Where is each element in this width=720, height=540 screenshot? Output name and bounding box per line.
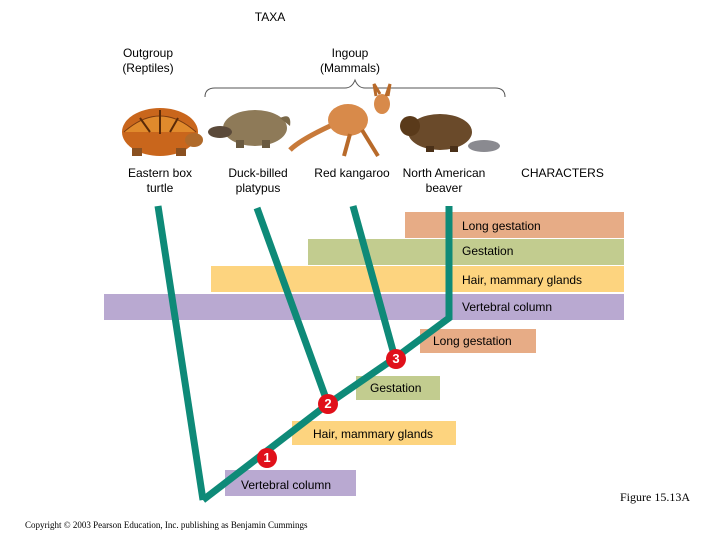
tree-band-vertebral-column <box>225 470 356 496</box>
node-2: 2 <box>318 394 338 414</box>
ingroup-label: Ingoup (Mammals) <box>300 46 400 76</box>
taxon-name-line: Eastern box <box>127 166 193 180</box>
copyright-notice: Copyright © 2003 Pearson Education, Inc.… <box>25 520 308 530</box>
tree-label-gestation: Gestation <box>370 381 422 395</box>
outgroup-line-1: Outgroup <box>122 46 174 60</box>
branch-trunk-2-3 <box>326 355 397 407</box>
tree-label-vertebral-column: Vertebral column <box>241 478 332 492</box>
branch-kangaroo <box>349 205 399 359</box>
tree-label-hair-mammary: Hair, mammary glands <box>313 427 434 441</box>
taxon-name-kangaroo: Red kangaroo <box>308 166 396 181</box>
kangaroo-icon <box>288 83 392 158</box>
taxon-name-line: Red kangaroo <box>314 166 390 180</box>
figure-label: Figure 15.13A <box>620 490 690 504</box>
characters-heading: CHARACTERS <box>521 166 604 180</box>
beaver-icon <box>400 114 500 152</box>
ingroup-line-2: (Mammals) <box>320 61 380 75</box>
char-label-vertebral-column: Vertebral column <box>462 300 553 314</box>
char-label-long-gestation: Long gestation <box>462 219 541 233</box>
tree-band-long-gestation <box>420 329 536 353</box>
taxon-name-line: beaver <box>425 181 463 195</box>
taxon-name-beaver: North American beaver <box>396 166 492 196</box>
taxon-name-line: turtle <box>146 181 174 195</box>
taxon-name-turtle: Eastern box turtle <box>110 166 210 196</box>
ingroup-bracket <box>204 78 506 98</box>
tree-band-gestation <box>356 376 440 400</box>
node-1: 1 <box>257 448 277 468</box>
band-long-gestation <box>405 212 624 238</box>
band-vertebral-column <box>104 294 624 320</box>
taxa-title: TAXA <box>254 10 286 24</box>
turtle-icon <box>122 108 203 156</box>
ingroup-line-1: Ingoup <box>331 46 369 60</box>
branch-root-turtle <box>154 205 207 501</box>
taxon-name-line: platypus <box>235 181 281 195</box>
branch-platypus <box>253 206 332 406</box>
taxon-name-line: North American <box>402 166 486 180</box>
outgroup-label: Outgroup (Reptiles) <box>100 46 196 76</box>
platypus-icon <box>208 110 291 148</box>
taxon-name-platypus: Duck-billed platypus <box>210 166 306 196</box>
taxon-name-line: Duck-billed <box>228 166 288 180</box>
tree-band-hair-mammary <box>292 421 456 445</box>
char-label-gestation: Gestation <box>462 244 514 258</box>
node-3: 3 <box>386 349 406 369</box>
branch-beaver <box>392 206 453 361</box>
tree-label-long-gestation: Long gestation <box>433 334 512 348</box>
outgroup-line-2: (Reptiles) <box>122 61 174 75</box>
char-label-hair-mammary: Hair, mammary glands <box>462 273 583 287</box>
